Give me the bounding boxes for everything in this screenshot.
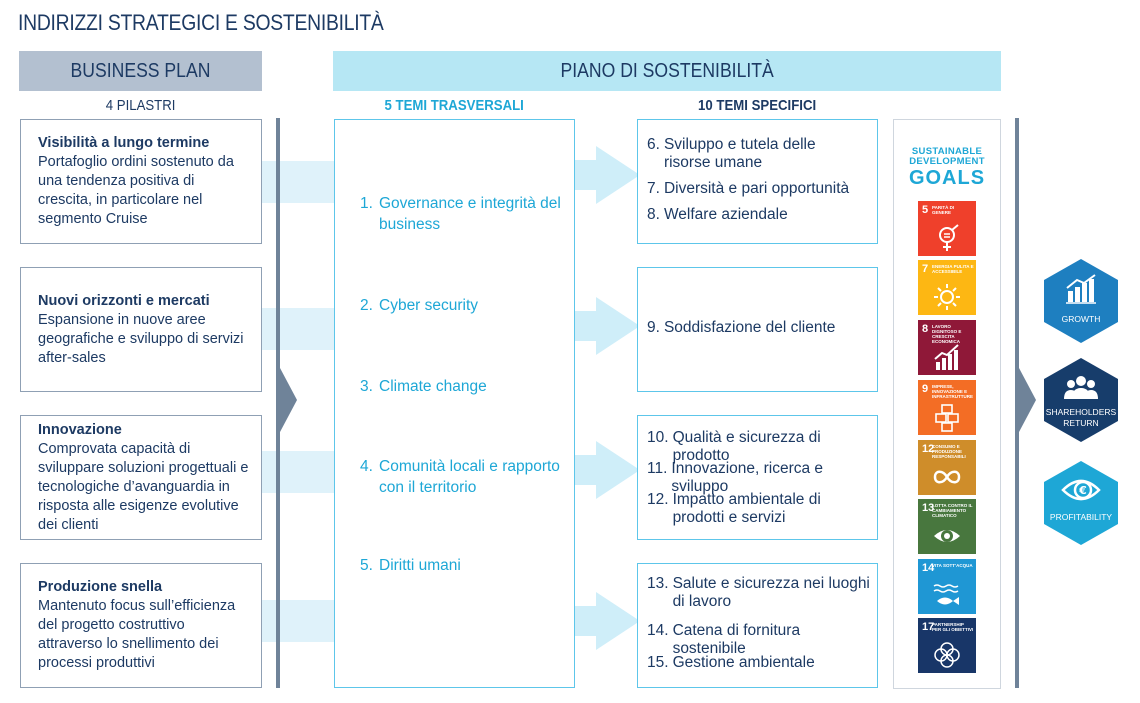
business-plan-header: BUSINESS PLAN [19, 51, 262, 91]
sdg-logo: SUSTAINABLE DEVELOPMENT GOALS [908, 146, 986, 190]
specific-theme: 12.Impatto ambientale di prodotti e serv… [647, 491, 821, 526]
transversal-subheader: 5 TEMI TRASVERSALI [384, 97, 524, 114]
pillar-card: Visibilità a lungo termine Portafoglio o… [20, 119, 262, 244]
transversal-theme: 1.Governance e integrità del business [360, 195, 561, 233]
connector-band [262, 600, 334, 642]
arrow-body [575, 311, 597, 341]
outcome-label: PROFITABILITY [1049, 512, 1113, 522]
specific-theme: 15.Gestione ambientale [647, 654, 815, 671]
fish-icon [933, 584, 959, 605]
connector-band [262, 161, 334, 203]
specific-themes-box [637, 267, 878, 392]
specific-theme: 13.Salute e sicurezza nei luoghi di lavo… [647, 575, 870, 610]
gender-equality-icon [939, 224, 959, 251]
pillar-text: Espansione in nuove aree geografiche e s… [38, 311, 244, 366]
arrow-right-icon [596, 297, 640, 355]
transversal-theme: 2.Cyber security [360, 297, 479, 314]
growth-chart-icon [934, 344, 959, 370]
sustainability-plan-header: PIANO DI SOSTENIBILITÀ [333, 51, 1001, 91]
pillars-divider-bar [276, 118, 280, 688]
pillars-chevron-icon [280, 368, 297, 432]
sdg-goal-tile: 17 Partnership per gli obiettivi [918, 618, 976, 673]
sdg-goal-tile: 7 Energia pulita e accessibile [918, 260, 976, 315]
pillar-card: Produzione snella Mantenuto focus sull’e… [20, 563, 262, 688]
outcome-label: SHAREHOLDERS RETURN [1045, 407, 1117, 428]
outcome-shareholders-return: SHAREHOLDERS RETURN [1043, 357, 1119, 443]
specific-theme: 11.Innovazione, ricerca e sviluppo [647, 460, 824, 495]
sun-icon [934, 284, 960, 310]
cubes-icon [935, 404, 959, 432]
pillar-card: Nuovi orizzonti e mercati Espansione in … [20, 267, 262, 392]
pillar-heading: Innovazione [38, 421, 122, 438]
eye-globe-icon [934, 530, 960, 542]
pillar-text: Mantenuto focus sull’efficienza del prog… [38, 598, 236, 671]
arrow-body [575, 606, 597, 636]
outcome-profitability: € PROFITABILITY [1043, 460, 1119, 546]
arrow-body [575, 160, 597, 190]
infinity-icon [933, 470, 961, 484]
connector-band [262, 451, 334, 493]
transversal-theme: 5.Diritti umani [360, 557, 461, 574]
specific-themes-box [637, 415, 878, 540]
pillar-text: Comprovata capacità di sviluppare soluzi… [38, 440, 249, 533]
arrow-right-icon [596, 441, 640, 499]
sdg-divider-bar [1015, 118, 1019, 688]
specific-themes-box [637, 119, 878, 244]
pillars-subheader: 4 PILASTRI [105, 97, 176, 114]
sdg-goal-tile: 5 Parità di genere [918, 201, 976, 256]
transversal-theme: 4.Comunità locali e rapporto con il terr… [360, 458, 560, 496]
specific-theme: 10.Qualità e sicurezza di prodotto [647, 429, 821, 464]
specific-theme: 9.Soddisfazione del cliente [647, 319, 836, 336]
sdg-goal-tile: 9 Imprese, innovazione e infrastrutture [918, 380, 976, 435]
sdg-goal-tile: 8 Lavoro dignitoso e crescita economica [918, 320, 976, 375]
arrow-right-icon [596, 146, 640, 204]
pillar-heading: Visibilità a lungo termine [38, 135, 210, 151]
specific-theme: 14.Catena di fornitura sostenibile [647, 622, 801, 657]
bar-chart-icon [1066, 274, 1096, 304]
pillar-card: Innovazione Comprovata capacità di svilu… [20, 415, 262, 540]
flower-rings-icon [934, 642, 960, 668]
svg-text:€: € [1078, 484, 1087, 497]
transversal-themes-box [334, 119, 575, 688]
connector-band [262, 308, 334, 350]
outcome-label: GROWTH [1061, 314, 1101, 324]
pillar-heading: Produzione snella [38, 579, 163, 595]
arrow-body [575, 455, 597, 485]
specific-theme: 7.Diversità e pari opportunità [647, 180, 850, 197]
specific-subheader: 10 TEMI SPECIFICI [697, 97, 817, 114]
specific-themes-box [637, 563, 878, 688]
sdg-goal-tile: 12 Consumo e produzione responsabili [918, 440, 976, 495]
sdg-chevron-icon [1019, 368, 1036, 432]
transversal-theme: 3.Climate change [360, 378, 487, 395]
euro-eye-icon: € [1061, 479, 1101, 501]
specific-theme: 6.Sviluppo e tutela delle risorse umane [647, 136, 816, 171]
sdg-goal-tile: 13 Lotta contro il cambiamento climatico [918, 499, 976, 554]
people-icon [1064, 376, 1098, 399]
arrow-right-icon [596, 592, 640, 650]
pillar-heading: Nuovi orizzonti e mercati [38, 292, 210, 309]
pillar-text: Portafoglio ordini sostenuto da una tend… [38, 154, 234, 227]
specific-theme: 8.Welfare aziendale [647, 206, 788, 223]
sdg-goal-tile: 14 Vita sott'acqua [918, 559, 976, 614]
outcome-growth: GROWTH [1043, 258, 1119, 344]
page-title: INDIRIZZI STRATEGICI E SOSTENIBILITÀ [18, 10, 384, 35]
